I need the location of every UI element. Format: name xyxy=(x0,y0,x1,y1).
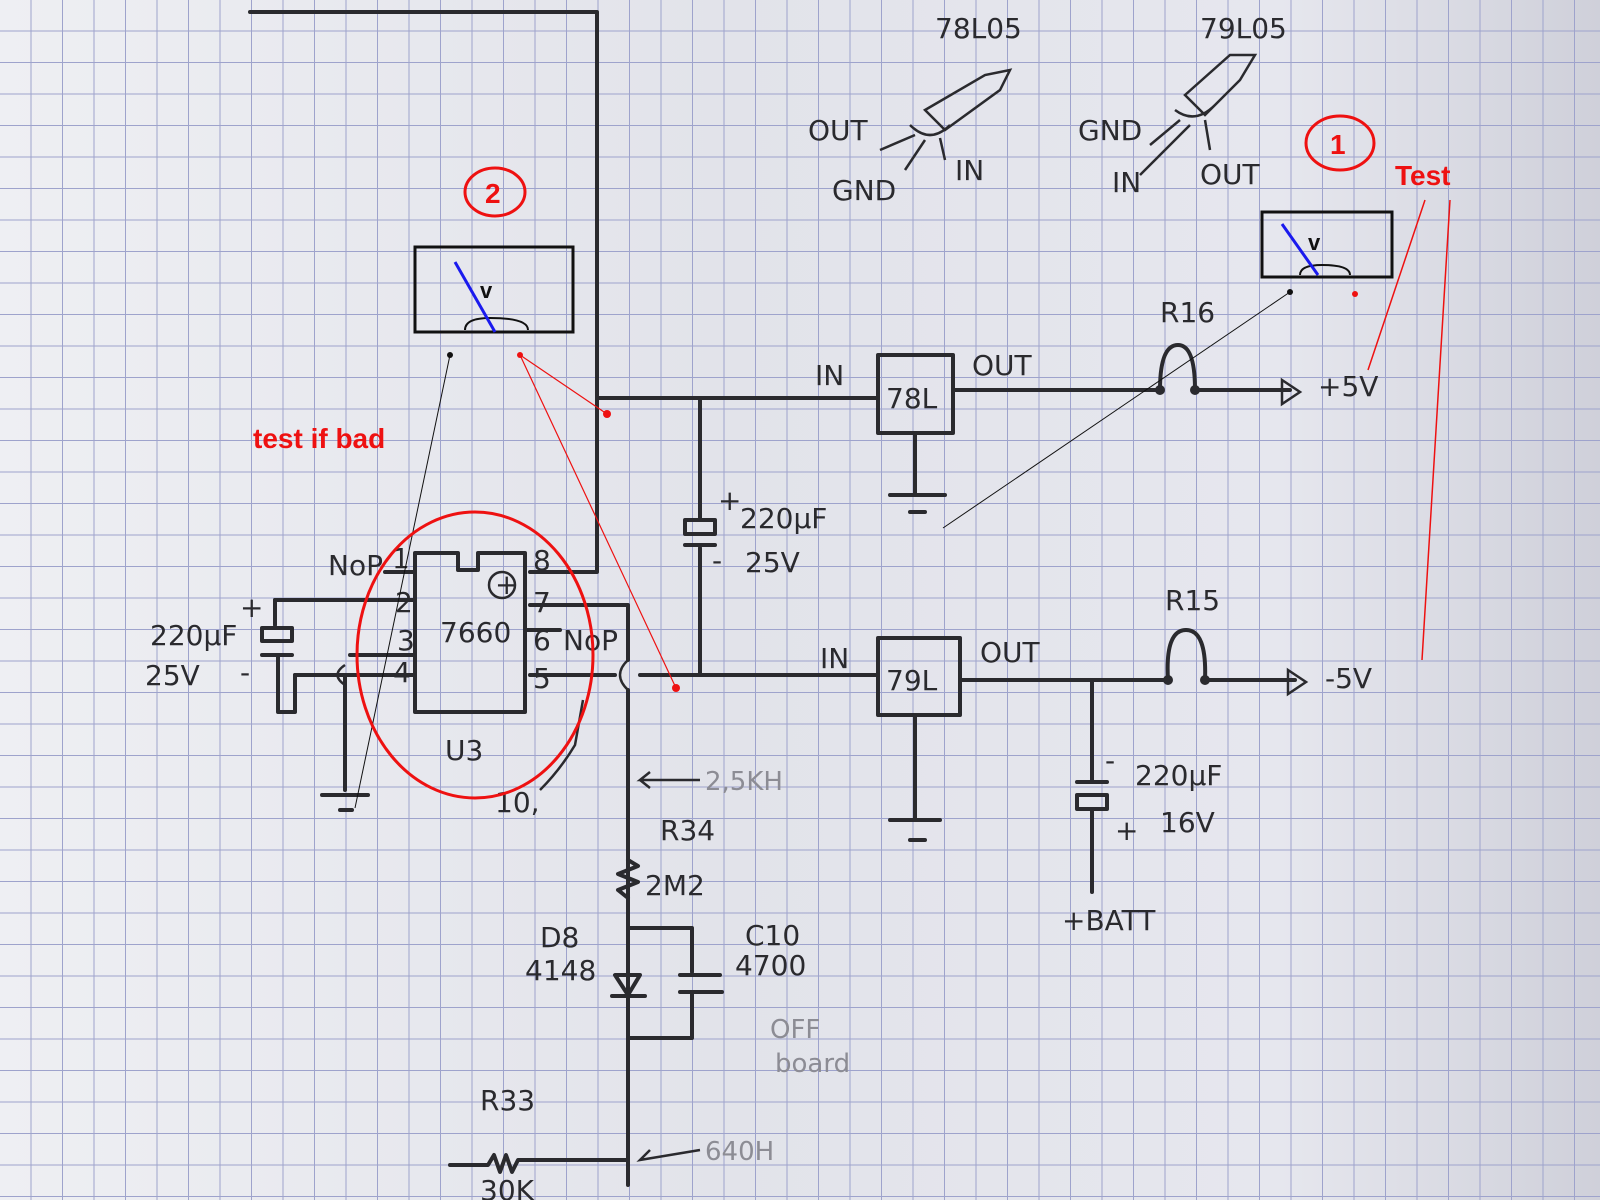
jumper-r15 xyxy=(1165,628,1208,682)
pin-label: 7 xyxy=(533,586,551,619)
meter-1: v xyxy=(942,210,1394,529)
cap-voltage: 25V xyxy=(145,659,200,692)
c10-label: C10 xyxy=(745,919,800,952)
arrow-minus5v-icon xyxy=(1286,667,1309,697)
pin-label: 8 xyxy=(533,544,551,577)
r33-value: 30K xyxy=(480,1174,535,1200)
resistor-r33 xyxy=(448,1153,630,1174)
pin-in-label: IN xyxy=(955,154,984,187)
79l-in-label: IN xyxy=(820,642,849,675)
freq-640hz-label: 640H xyxy=(705,1137,774,1167)
regulator-pinout-79l05: 79L05 GND IN OUT xyxy=(1078,12,1287,199)
test-if-bad-label: test if bad xyxy=(253,423,385,454)
diode-d8 xyxy=(610,973,647,998)
pin8-mark: + xyxy=(495,568,518,601)
ic-ref-label: U3 xyxy=(445,734,483,767)
off-label: OFF xyxy=(770,1015,820,1045)
marker-2-label: 2 xyxy=(485,178,501,209)
pin-label: 5 xyxy=(533,662,551,695)
d8-label: D8 xyxy=(540,921,579,954)
cap-value: 220µF xyxy=(1135,759,1222,792)
79l-out-label: OUT xyxy=(980,636,1041,669)
cap-value: 220µF xyxy=(150,619,237,652)
wire-hop xyxy=(618,659,629,691)
marker-1-circle xyxy=(1304,114,1376,172)
pin-label: 4 xyxy=(393,656,411,689)
board-label: board xyxy=(775,1049,850,1079)
ic-highlight-ellipse xyxy=(355,510,595,800)
78l-out-label: OUT xyxy=(972,349,1033,382)
pin-label: 6 xyxy=(533,624,551,657)
cap-minus: - xyxy=(240,656,250,689)
d8-c10-loop xyxy=(626,926,724,1040)
plus5v-label: +5V xyxy=(1318,370,1378,403)
meter-symbol: v xyxy=(1308,230,1321,255)
r34-label: R34 xyxy=(660,814,715,847)
cap-plus: + xyxy=(718,484,741,517)
regulator-79l xyxy=(876,636,962,717)
part-79l05-label: 79L05 xyxy=(1200,12,1287,45)
jumper-r16 xyxy=(1158,343,1197,392)
pin-label: 3 xyxy=(397,624,415,657)
resistor-r34 xyxy=(616,858,640,900)
r34-value: 2M2 xyxy=(645,869,705,902)
d8-value: 4148 xyxy=(525,954,596,987)
cap-minus: - xyxy=(712,544,722,577)
regulator-79l-label: 79L xyxy=(886,664,938,697)
78l-in-label: IN xyxy=(815,359,844,392)
pin-gnd-label: GND xyxy=(1078,114,1142,147)
marker-1-label: 1 xyxy=(1330,129,1346,160)
marker-2-circle xyxy=(463,166,527,218)
part-78l05-label: 78L05 xyxy=(935,12,1022,45)
cap-value: 220µF xyxy=(740,502,827,535)
arrow-plus5v-icon xyxy=(1280,377,1303,407)
ground-78l xyxy=(888,431,947,514)
note-label: 10, xyxy=(495,786,540,819)
pin-out-label: OUT xyxy=(808,114,869,147)
pin-in-label: IN xyxy=(1112,166,1141,199)
cap-voltage: 16V xyxy=(1160,806,1215,839)
capacitor-220uf-16v: - + 220µF 16V xyxy=(1075,678,1222,894)
batt-label: +BATT xyxy=(1062,904,1156,937)
ic-part-label: 7660 xyxy=(440,616,511,649)
r16-label: R16 xyxy=(1160,296,1215,329)
freq-2-5khz-label: 2,5KH xyxy=(705,767,783,797)
capacitor-220uf-25v-mid: + - 220µF 25V xyxy=(683,484,827,579)
c10-value: 4700 xyxy=(735,949,806,982)
meter-symbol: v xyxy=(480,278,493,303)
cap-plus: + xyxy=(1115,814,1138,847)
cap-minus: - xyxy=(1105,744,1115,777)
ground-79l xyxy=(888,713,942,842)
pin-gnd-label: GND xyxy=(832,174,896,207)
test-leads xyxy=(1367,199,1451,661)
meter-needle-icon xyxy=(453,261,497,333)
wire-pin7 xyxy=(528,603,630,1187)
meter-2: v xyxy=(354,245,680,809)
cap-plus: + xyxy=(240,591,263,624)
r15-label: R15 xyxy=(1165,584,1220,617)
r33-label: R33 xyxy=(480,1084,535,1117)
regulator-78l-label: 78L xyxy=(886,382,938,415)
meter-needle-icon xyxy=(1280,223,1320,276)
cap-voltage: 25V xyxy=(745,546,800,579)
test-label: Test xyxy=(1395,160,1451,191)
pin-out-label: OUT xyxy=(1200,158,1261,191)
nop-label: NoP xyxy=(328,549,383,582)
wire-top-loop xyxy=(248,10,599,574)
regulator-pinout-78l05: 78L05 OUT GND IN xyxy=(808,12,1022,207)
capacitor-220uf-25v-left: + - 220µF 25V xyxy=(145,591,370,812)
minus5v-label: -5V xyxy=(1325,662,1372,695)
